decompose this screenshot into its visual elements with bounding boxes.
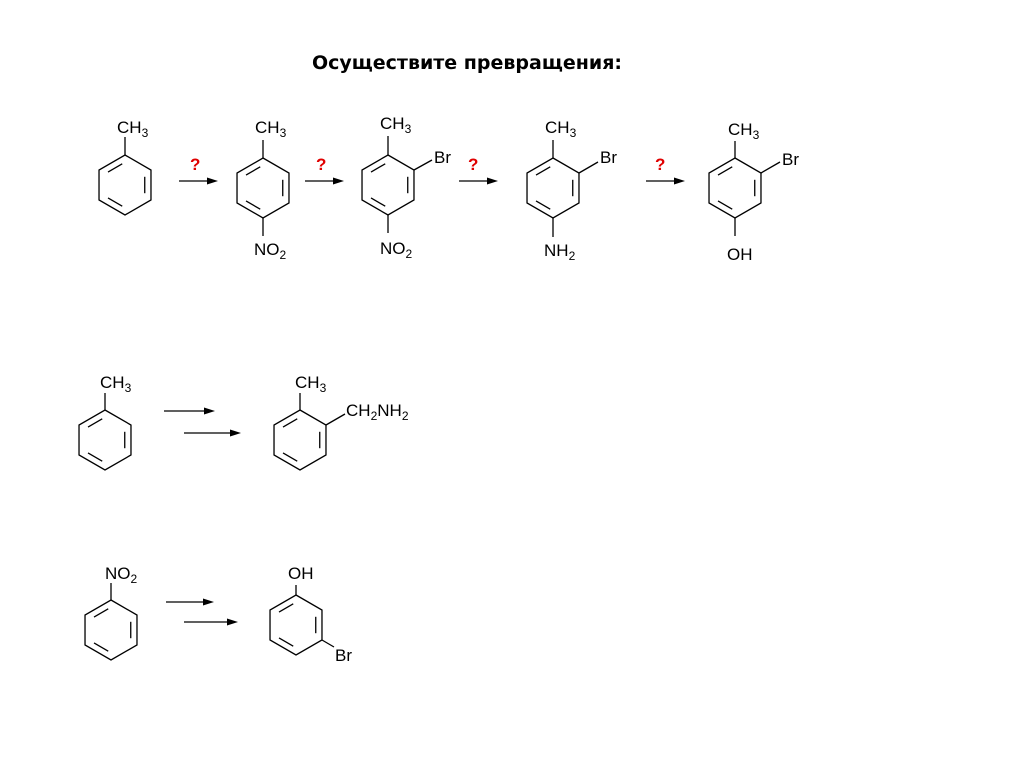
double-bond-line [535,200,551,210]
double-bond-line [535,166,551,176]
hydroxyl-label: OH [727,245,753,264]
double-bond-line [282,418,298,428]
reaction-arrow [459,177,498,185]
bromo-label: Br [335,646,352,665]
bromo-label: Br [434,148,451,167]
reaction-arrow [184,429,241,437]
nitro-label: NO2 [105,564,138,586]
methyl-label: CH3 [100,373,132,395]
page-title: Осуществите превращения: [311,52,622,74]
double-bond-line [717,166,733,176]
question-mark: ? [316,155,326,174]
structure-3-bromo-4-methylphenol: CH3 Br OH [708,120,799,264]
double-bond-line [245,166,261,176]
methyl-label: CH3 [545,118,577,140]
reaction-arrow [646,177,685,185]
ring-outline [526,157,580,219]
reaction-arrow [179,177,218,185]
amino-label: NH2 [544,241,576,263]
double-bond-line [93,642,109,652]
question-mark: ? [655,155,665,174]
double-bond-line [370,197,386,207]
structure-toluene: CH3 [98,118,152,216]
methyl-label: CH3 [117,118,149,140]
ring-outline [98,154,152,216]
benzene-ring [708,157,762,219]
double-bond-line [370,163,386,173]
bromo-label: Br [782,150,799,169]
benzene-ring [98,154,152,216]
aminomethyl-bond [325,413,346,426]
benzene-ring [526,157,580,219]
nitro-label: NO2 [380,239,413,261]
structure-2-bromo-4-nitrotoluene: CH3 Br NO2 [361,114,451,261]
double-bond-line [87,418,103,428]
bromo-bond [413,159,433,171]
benzene-ring [236,157,290,219]
benzene-ring [84,599,138,661]
nitro-label: NO2 [254,240,287,262]
benzene-ring [361,154,415,216]
double-bond-line [282,452,298,462]
bromo-bond [321,639,335,648]
ring-outline [84,599,138,661]
hydroxyl-label: OH [288,564,314,583]
bromo-bond [760,161,781,174]
structure-nitrobenzene: NO2 [84,564,138,661]
reaction-arrow [305,177,344,185]
ring-outline [269,594,323,656]
methyl-label: CH3 [380,114,412,136]
ring-outline [708,157,762,219]
methyl-label: CH3 [295,373,327,395]
double-bond-line [93,608,109,618]
double-bond-line [278,637,294,647]
bromo-bond [578,161,599,174]
double-bond-line [717,200,733,210]
ring-outline [78,409,132,471]
question-mark: ? [468,155,478,174]
benzene-ring [269,594,323,656]
reaction-arrow [164,407,215,415]
structure-3-bromo-4-methylaniline: CH3 Br NH2 [526,118,617,263]
methyl-label: CH3 [255,118,287,140]
structure-3-bromophenol: OH Br [269,564,352,665]
question-mark: ? [190,155,200,174]
bromo-label: Br [600,148,617,167]
reaction-arrow [166,598,214,606]
aminomethyl-label: CH2NH2 [346,401,409,423]
structure-2-methylbenzylamine: CH3 CH2NH2 [273,373,409,471]
benzene-ring [273,409,327,471]
double-bond-line [107,163,123,173]
ring-outline [236,157,290,219]
ring-outline [273,409,327,471]
double-bond-line [107,197,123,207]
structure-4-nitrotoluene: CH3 NO2 [236,118,290,262]
reaction-arrow [184,618,238,626]
benzene-ring [78,409,132,471]
double-bond-line [245,200,261,210]
double-bond-line [278,603,294,613]
methyl-label: CH3 [728,120,760,142]
structure-toluene: CH3 [78,373,132,471]
double-bond-line [87,452,103,462]
ring-outline [361,154,415,216]
